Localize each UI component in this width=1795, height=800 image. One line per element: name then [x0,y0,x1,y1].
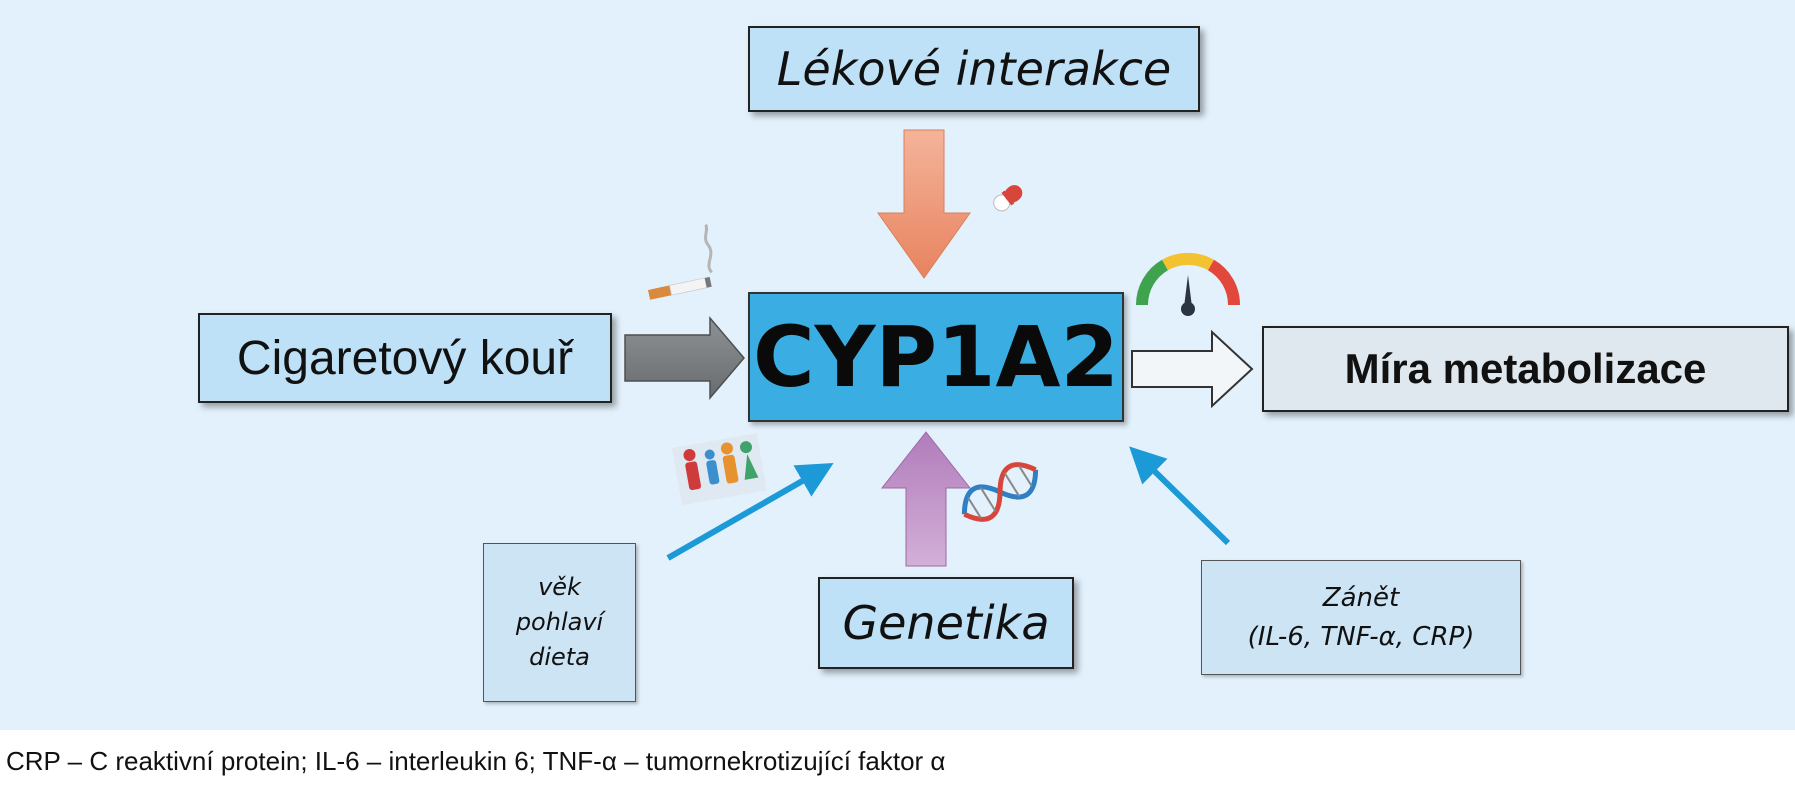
smoke-arrow [624,315,745,401]
inflammation-arrow [1129,446,1231,546]
inflammation-title: Zánět [1322,582,1400,613]
drug-interactions-box: Lékové interakce [748,26,1200,112]
demographics-sex: pohlaví [515,608,604,637]
gauge-icon [1135,252,1241,316]
abbreviations-footnote: CRP – C reaktivní protein; IL-6 – interl… [6,746,946,776]
demographics-arrow [666,463,834,561]
dna-icon [961,462,1039,522]
demographics-age: věk [538,573,581,602]
inflammation-markers: (IL-6, TNF-α, CRP) [1247,621,1475,652]
genetics-box: Genetika [818,577,1074,669]
inflammation-box: Zánět (IL-6, TNF-α, CRP) [1201,560,1521,675]
drug-interaction-arrow [877,129,971,279]
diagram-arrows [624,129,1254,567]
demographics-box: věk pohlaví dieta [483,543,636,702]
output-arrow [1131,329,1254,409]
cigarette-smoke-box: Cigaretový kouř [198,313,612,403]
people-icon [672,433,767,506]
demographics-diet: dieta [529,642,590,671]
genetics-arrow [880,431,972,567]
cyp1a2-box: CYP1A2 [748,292,1124,422]
cigarette-icon [648,223,713,300]
pill-icon [993,185,1023,212]
metabolism-rate-box: Míra metabolizace [1262,326,1789,412]
